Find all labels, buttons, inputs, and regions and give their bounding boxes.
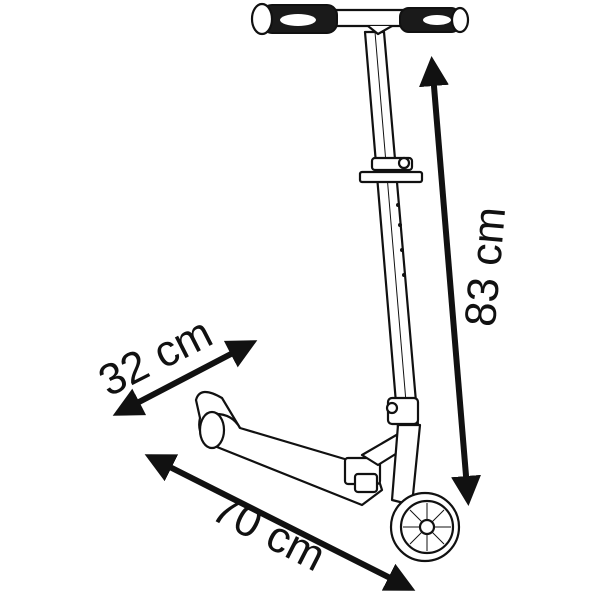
scooter-stem	[363, 30, 420, 429]
height-label: 83 cm	[456, 205, 515, 329]
height-arrow	[419, 56, 481, 506]
right-grip-end	[450, 6, 470, 34]
front-wheel	[389, 423, 461, 563]
handlebar	[250, 2, 470, 36]
rear-wheel	[198, 410, 226, 450]
logo-badge-left	[280, 14, 316, 26]
width-arrow	[112, 340, 258, 416]
left-grip-end	[250, 2, 274, 36]
length-arrow	[144, 454, 416, 591]
logo-badge-right	[423, 15, 451, 25]
length-label: 70 cm	[204, 483, 333, 581]
